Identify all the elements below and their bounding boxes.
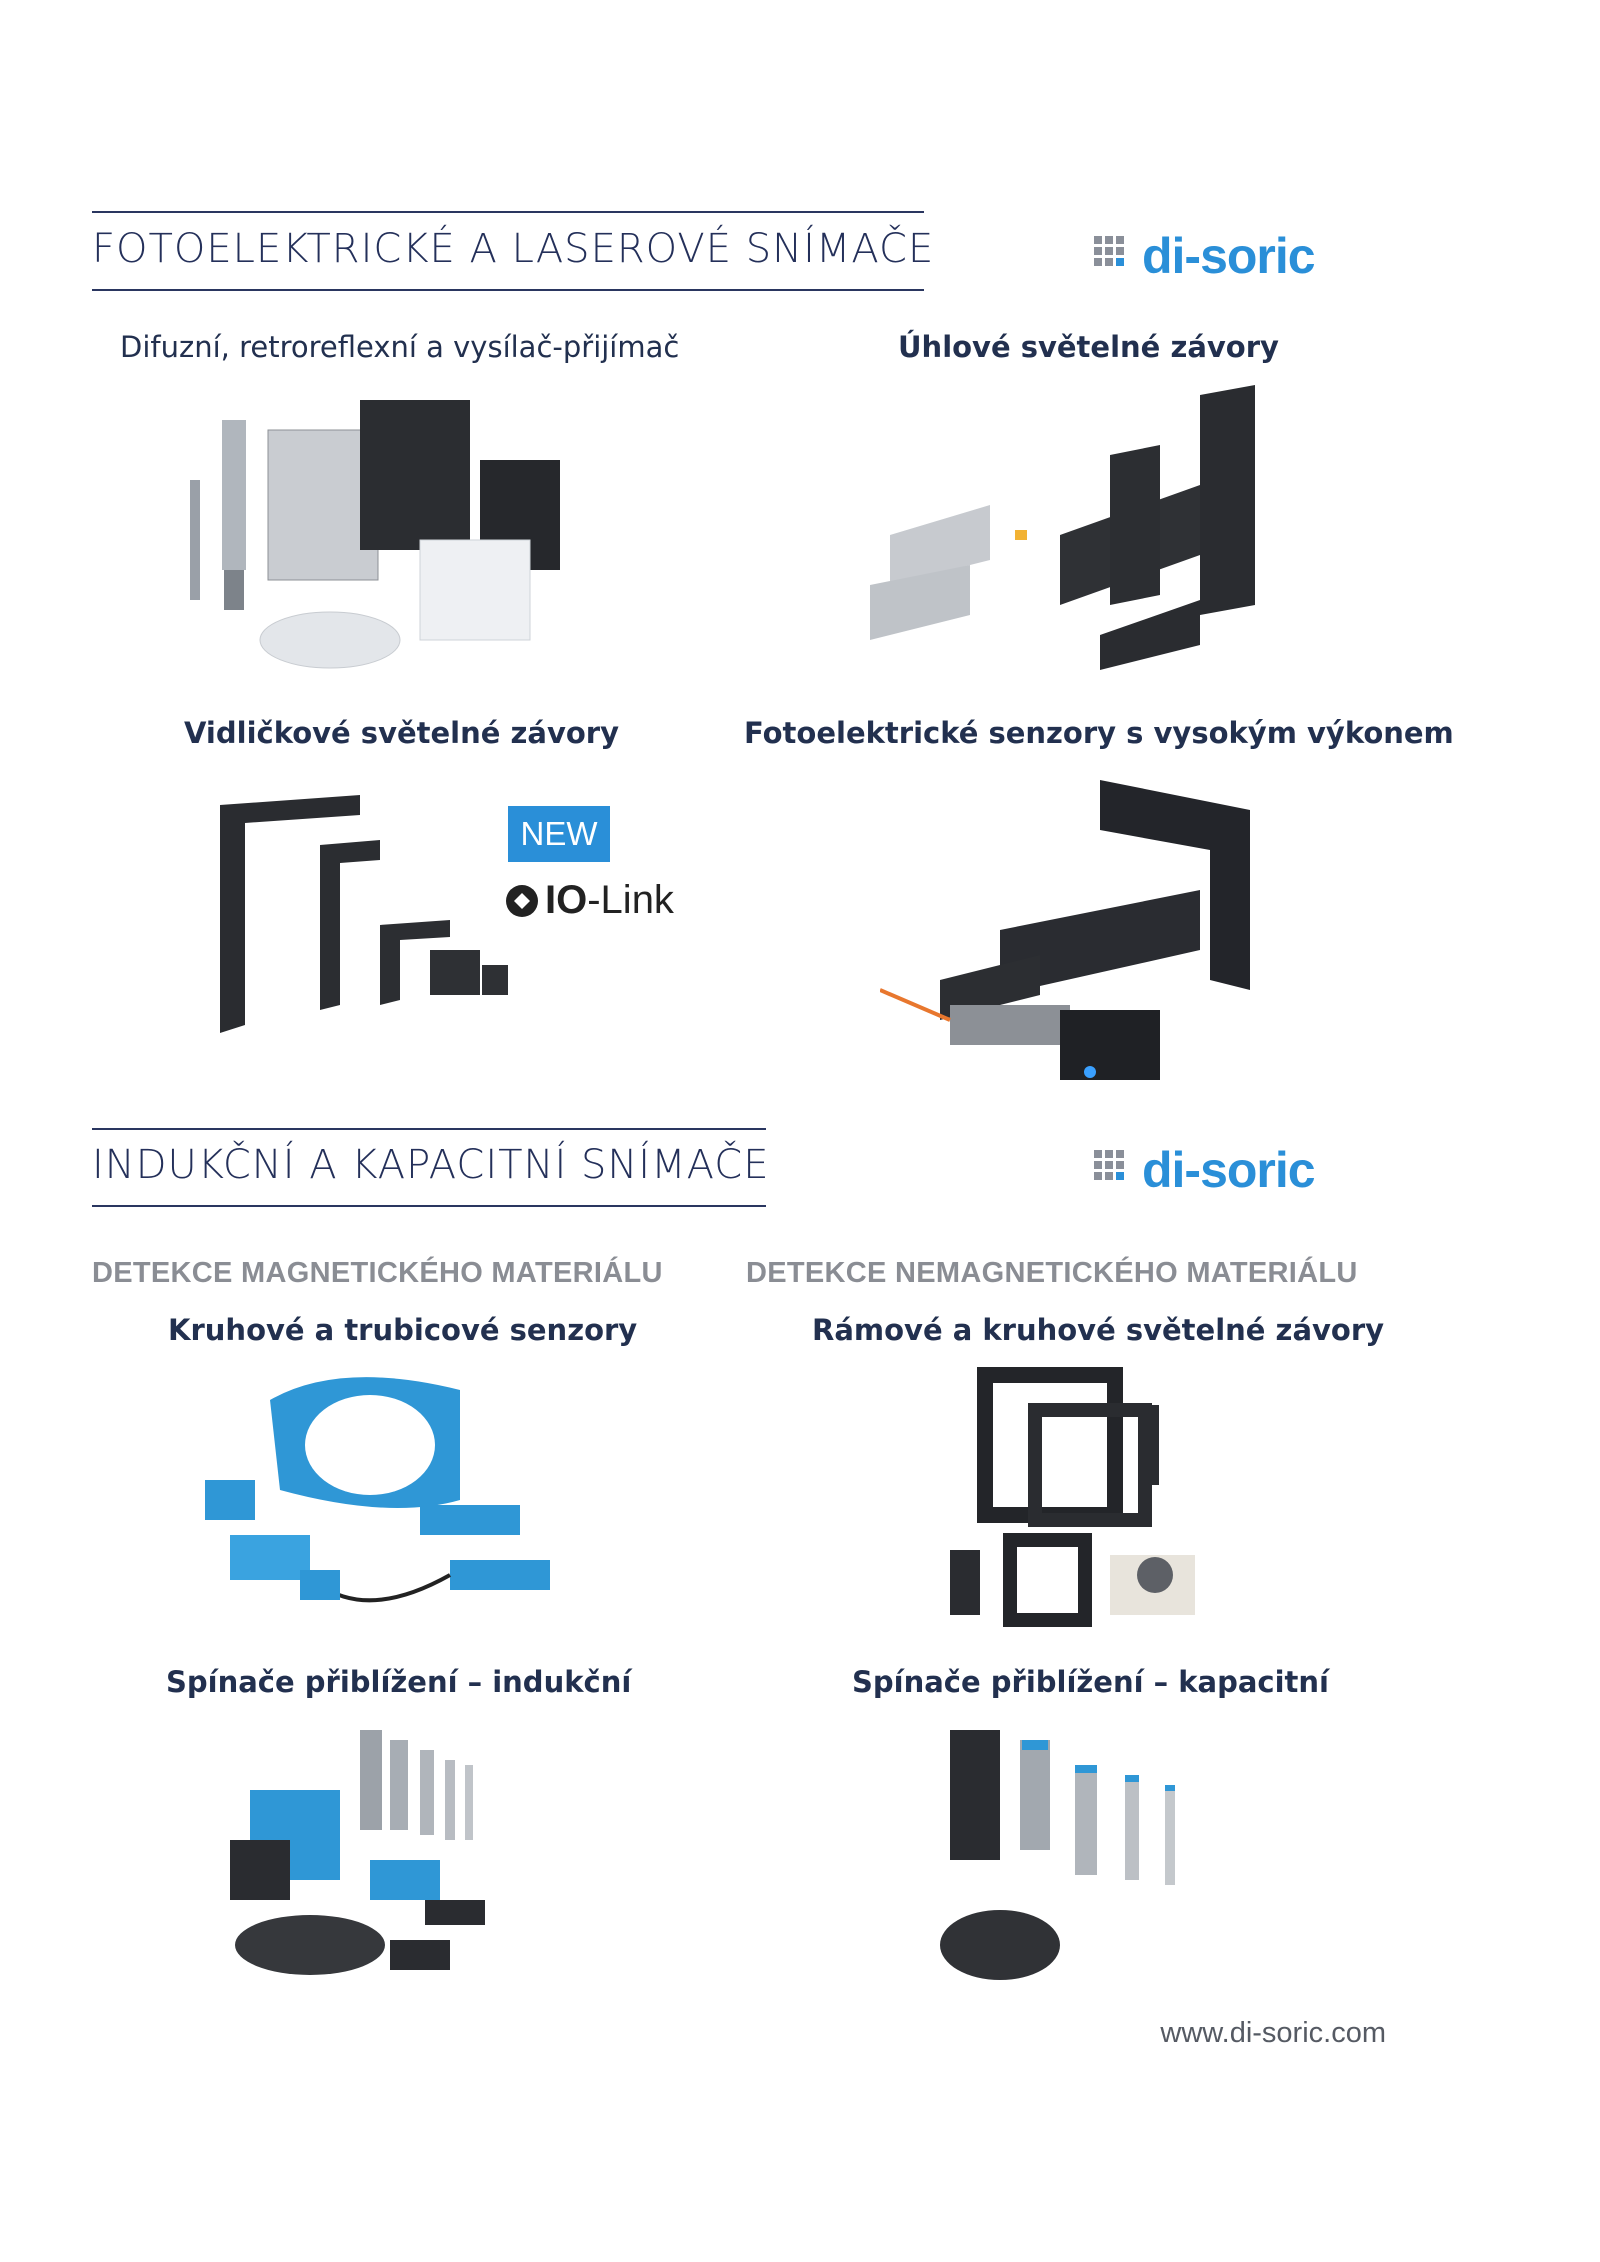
product-image-fork-barriers — [220, 795, 508, 1033]
subhead-nonmagnetic: DETEKCE NEMAGNETICKÉHO MATERIÁLU — [746, 1257, 1358, 1289]
caption-ring-tube: Kruhové a trubicové senzory — [168, 1313, 638, 1347]
product-image-inductive-switches — [230, 1730, 485, 1975]
io-link-prefix: IO — [545, 878, 588, 922]
io-link-suffix: -Link — [587, 878, 674, 922]
product-image-diffuse-sensors — [190, 400, 560, 669]
product-image-ring-sensors — [205, 1377, 550, 1603]
caption-frame-ring: Rámové a kruhové světelné závory — [812, 1313, 1385, 1347]
product-image-capacitive-switches — [940, 1730, 1175, 1980]
product-image-angle-barriers — [870, 385, 1255, 670]
di-soric-logo-2: di-soric — [1094, 1140, 1316, 1200]
io-link-icon — [506, 884, 538, 917]
subhead-magnetic: DETEKCE MAGNETICKÉHO MATERIÁLU — [92, 1257, 663, 1289]
logo-text-2: di-soric — [1142, 1142, 1316, 1198]
logo-mark-icon-2 — [1094, 1150, 1134, 1190]
section1-title: FOTOELEKTRICKÉ A LASEROVÉ SNÍMAČE — [92, 226, 935, 272]
di-soric-logo: di-soric — [1094, 226, 1316, 286]
footer-url[interactable]: www.di-soric.com — [1160, 2017, 1386, 2049]
caption-capacitive: Spínače přiblížení – kapacitní — [852, 1665, 1329, 1699]
section2-bottom-rule — [92, 1205, 766, 1207]
caption-high-performance: Fotoelektrické senzory s vysokým výkonem — [744, 716, 1454, 750]
caption-fork: Vidličkové světelné závory — [184, 716, 619, 750]
caption-diffuse: Difuzní, retroreflexní a vysílač-přijíma… — [120, 330, 680, 364]
section1-bottom-rule — [92, 289, 924, 291]
caption-angle: Úhlové světelné závory — [898, 330, 1279, 364]
section2-top-rule — [92, 1128, 766, 1130]
logo-mark-icon — [1094, 236, 1134, 276]
logo-text: di-soric — [1142, 228, 1316, 284]
section2-title: INDUKČNÍ A KAPACITNÍ SNÍMAČE — [92, 1142, 770, 1188]
io-link-logo: IO -Link — [505, 878, 674, 923]
new-badge: NEW — [508, 806, 610, 862]
product-image-frame-barriers — [950, 1367, 1195, 1627]
caption-inductive: Spínače přiblížení – indukční — [166, 1665, 632, 1699]
product-image-high-performance — [880, 780, 1250, 1080]
section1-top-rule — [92, 211, 924, 213]
